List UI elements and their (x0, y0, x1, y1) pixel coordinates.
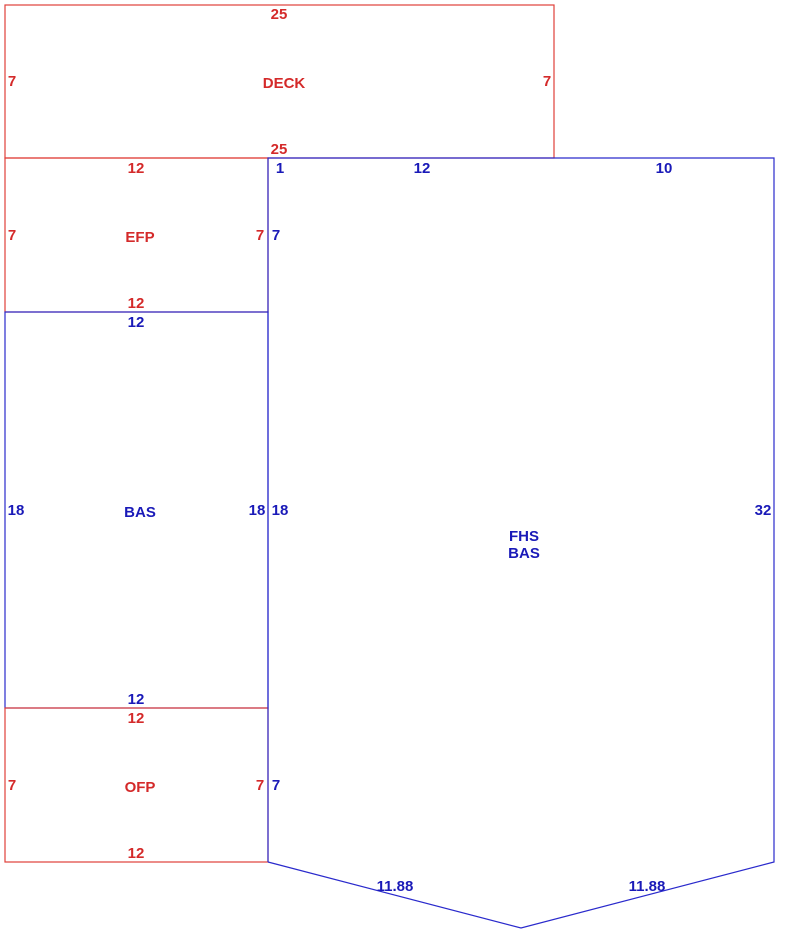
fhs-bas-top-a-dimension: 12 (414, 160, 431, 177)
deck-left-dimension: 7 (8, 73, 16, 90)
fhs-bas-left-lower-dimension: 7 (272, 777, 280, 794)
deck-area: DECK 25 25 7 7 (4, 4, 555, 159)
fhs-bas-label-line1: FHS (509, 528, 539, 545)
efp-left-dimension: 7 (8, 227, 16, 244)
ofp-left-dimension: 7 (8, 777, 16, 794)
bas-left-bottom-dimension: 12 (128, 691, 145, 708)
efp-right-dimension: 7 (256, 227, 264, 244)
bas-left-label: BAS (124, 504, 156, 521)
efp-area: EFP 12 12 7 7 (4, 157, 269, 313)
ofp-bottom-dimension: 12 (128, 845, 145, 862)
efp-label: EFP (125, 229, 154, 246)
efp-bottom-dimension: 12 (128, 295, 145, 312)
fhs-bas-top-b-dimension: 10 (656, 160, 673, 177)
deck-bottom-dimension: 25 (271, 141, 288, 158)
fhs-bas-top-small-dimension: 1 (276, 160, 284, 177)
fhs-bas-area: FHS BAS 1 12 10 7 18 7 32 11.88 11.88 (267, 157, 775, 929)
fhs-bas-outline (267, 157, 775, 929)
bas-left-right-dimension: 18 (249, 502, 266, 519)
deck-right-dimension: 7 (543, 73, 551, 90)
fhs-bas-bottom-left-dimension: 11.88 (377, 878, 414, 895)
ofp-label: OFP (125, 779, 156, 796)
fhs-bas-label-line2: BAS (508, 545, 540, 562)
deck-label: DECK (263, 75, 306, 92)
ofp-right-dimension: 7 (256, 777, 264, 794)
fhs-bas-right-dimension: 32 (755, 502, 772, 519)
deck-top-dimension: 25 (271, 6, 288, 23)
fhs-bas-left-mid-dimension: 18 (272, 502, 289, 519)
bas-left-area: BAS 12 12 18 18 (4, 311, 269, 709)
ofp-area: OFP 12 12 7 7 (4, 707, 269, 863)
bas-left-top-dimension: 12 (128, 314, 145, 331)
efp-top-dimension: 12 (128, 160, 145, 177)
fhs-bas-left-upper-dimension: 7 (272, 227, 280, 244)
ofp-top-dimension: 12 (128, 710, 145, 727)
bas-left-left-dimension: 18 (8, 502, 25, 519)
fhs-bas-bottom-right-dimension: 11.88 (629, 878, 666, 895)
